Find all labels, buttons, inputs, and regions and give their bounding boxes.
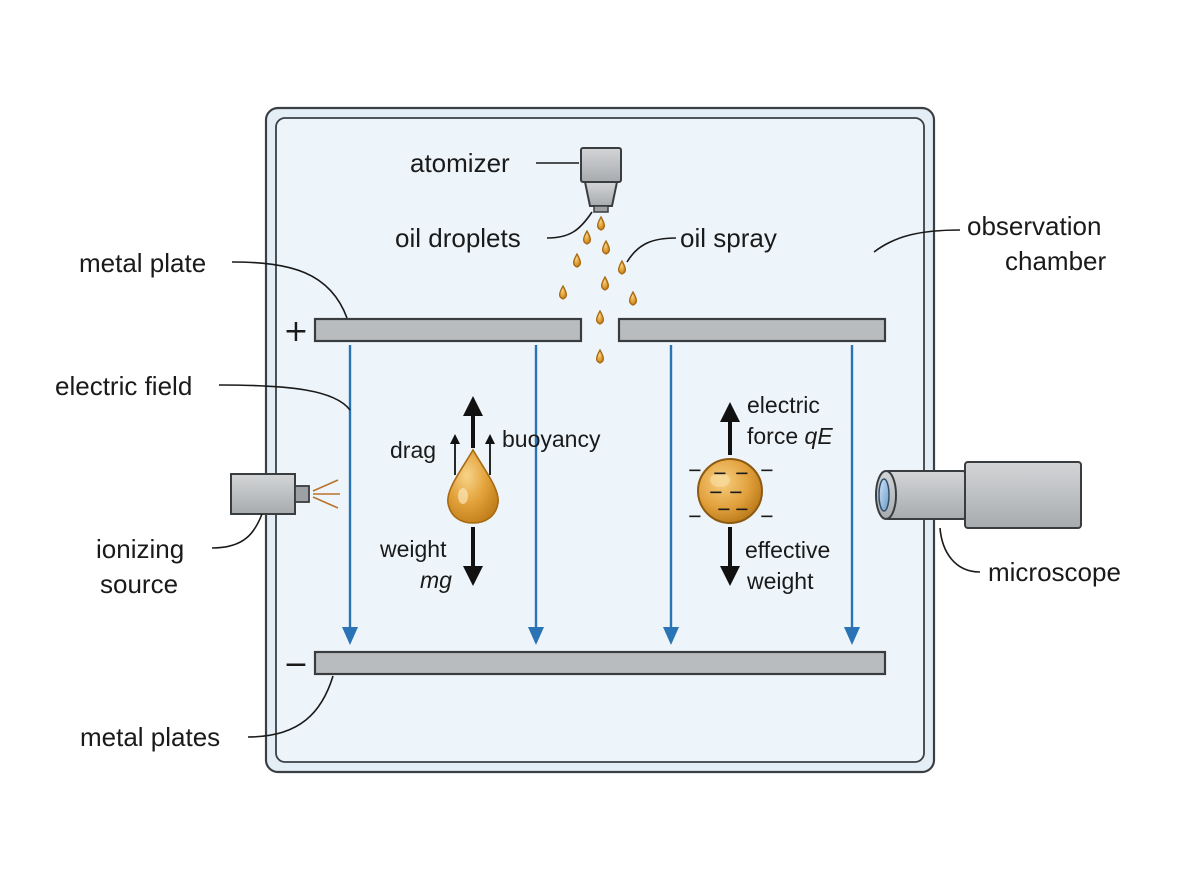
charge-sign: − bbox=[688, 503, 701, 529]
atomizer-nozzle-icon bbox=[580, 147, 622, 213]
effective-weight-label-2: weight bbox=[746, 568, 814, 594]
microscope-icon bbox=[875, 461, 1082, 529]
mg-label: mg bbox=[420, 567, 452, 593]
charge-sign: − bbox=[688, 457, 701, 483]
buoyancy-arrow bbox=[485, 434, 495, 475]
ionizing-source-label-1: ionizing bbox=[96, 534, 184, 564]
charge-sign: − bbox=[709, 479, 722, 505]
drag-arrow bbox=[450, 434, 460, 475]
metal-plate-label: metal plate bbox=[79, 248, 206, 278]
oil-spray-label: oil spray bbox=[680, 223, 777, 253]
leader-lines bbox=[211, 162, 981, 738]
electric-force-label-2: force qE bbox=[747, 423, 833, 449]
force-word: force bbox=[747, 423, 805, 449]
upward-force-arrow bbox=[463, 396, 483, 448]
microscope-label: microscope bbox=[988, 557, 1121, 587]
ionizing-source-icon bbox=[230, 473, 340, 515]
electric-force-arrow bbox=[720, 402, 740, 455]
oil-spray-droplets bbox=[558, 215, 638, 364]
effective-weight-arrow bbox=[720, 527, 740, 586]
oil-droplets-label: oil droplets bbox=[395, 223, 521, 253]
ionizing-source-label-2: source bbox=[100, 569, 178, 599]
electric-field-lines bbox=[342, 345, 860, 645]
observation-chamber-label-1: observation bbox=[967, 211, 1101, 241]
weight-label: weight bbox=[379, 536, 447, 562]
electric-field-label: electric field bbox=[55, 371, 192, 401]
charge-sign: − bbox=[713, 460, 726, 486]
neutral-oil-droplet bbox=[447, 448, 499, 524]
qe-symbol: qE bbox=[805, 423, 834, 449]
top-plate bbox=[313, 317, 887, 343]
bottom-plate bbox=[313, 650, 887, 676]
observation-chamber-label-2: chamber bbox=[1005, 246, 1106, 276]
charge-sign: − bbox=[760, 457, 773, 483]
charge-sign: − bbox=[717, 496, 730, 522]
charge-sign: − bbox=[735, 496, 748, 522]
drag-label: drag bbox=[390, 437, 436, 463]
observation-chamber bbox=[264, 106, 936, 774]
charge-sign: − bbox=[729, 479, 742, 505]
charge-sign: − bbox=[760, 503, 773, 529]
weight-arrow bbox=[463, 527, 483, 586]
electric-force-label-1: electric bbox=[747, 392, 820, 418]
buoyancy-label: buoyancy bbox=[502, 426, 601, 452]
charge-sign: − bbox=[735, 460, 748, 486]
positive-sign: + bbox=[283, 314, 308, 349]
metal-plates-label: metal plates bbox=[80, 722, 220, 752]
charged-oil-droplet: − − − − − − − − − − bbox=[688, 457, 773, 529]
atomizer-label: atomizer bbox=[410, 148, 510, 178]
effective-weight-label-1: effective bbox=[745, 537, 830, 563]
negative-sign: − bbox=[283, 647, 308, 682]
